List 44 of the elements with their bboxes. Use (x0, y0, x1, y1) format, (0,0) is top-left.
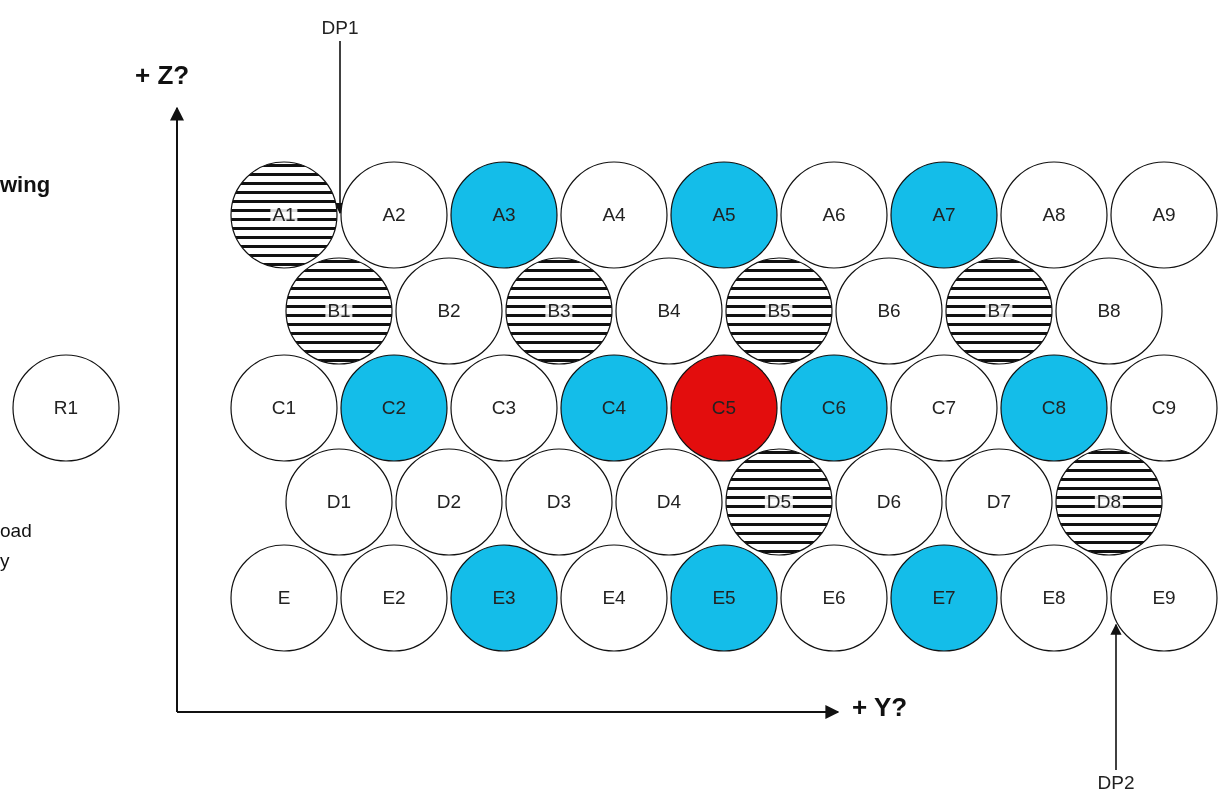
circle-label: E6 (822, 587, 846, 609)
circle-label: B2 (437, 300, 461, 322)
circle-label: E8 (1042, 587, 1066, 609)
circle-label: E3 (492, 587, 516, 609)
circle-label: C5 (711, 397, 737, 419)
circle-label: C9 (1151, 397, 1177, 419)
circle-label: B6 (877, 300, 901, 322)
circle-label: E2 (382, 587, 406, 609)
circle-label: A3 (492, 204, 516, 226)
circle-label: A4 (602, 204, 626, 226)
circle-label: E5 (712, 587, 736, 609)
pointer-label: DP2 (1097, 772, 1135, 794)
circle-label: C6 (821, 397, 847, 419)
circle-label: D3 (546, 491, 572, 513)
circle-label: D4 (656, 491, 682, 513)
note-text: oad y (0, 519, 33, 573)
circle-label: D1 (326, 491, 352, 513)
circle-label: D7 (986, 491, 1012, 513)
circle-label: A7 (932, 204, 956, 226)
circle-label: D6 (876, 491, 902, 513)
circle-label: B8 (1097, 300, 1121, 322)
axis-label: + Z? (135, 60, 190, 91)
circle-label: C4 (601, 397, 627, 419)
circle-label: E (277, 587, 291, 609)
circle-label: D2 (436, 491, 462, 513)
circle-label: A5 (712, 204, 736, 226)
circle-label: C7 (931, 397, 957, 419)
circle-label: B4 (657, 300, 681, 322)
circle-label: C8 (1041, 397, 1067, 419)
circle-label: A2 (382, 204, 406, 226)
circle-label: E4 (602, 587, 626, 609)
circle-label: C1 (271, 397, 297, 419)
circle-label: A9 (1152, 204, 1176, 226)
circle-label: E9 (1152, 587, 1176, 609)
circle-label: E7 (932, 587, 956, 609)
circle-label: A6 (822, 204, 846, 226)
circle-label: C3 (491, 397, 517, 419)
circle-label: A8 (1042, 204, 1066, 226)
pointer-label: DP1 (321, 17, 359, 39)
circle-label: C2 (381, 397, 407, 419)
leader-arrow (1110, 623, 1122, 771)
circle-label: R1 (53, 397, 79, 419)
axis-label: + Y? (852, 692, 908, 723)
note-text: wing (0, 172, 51, 198)
